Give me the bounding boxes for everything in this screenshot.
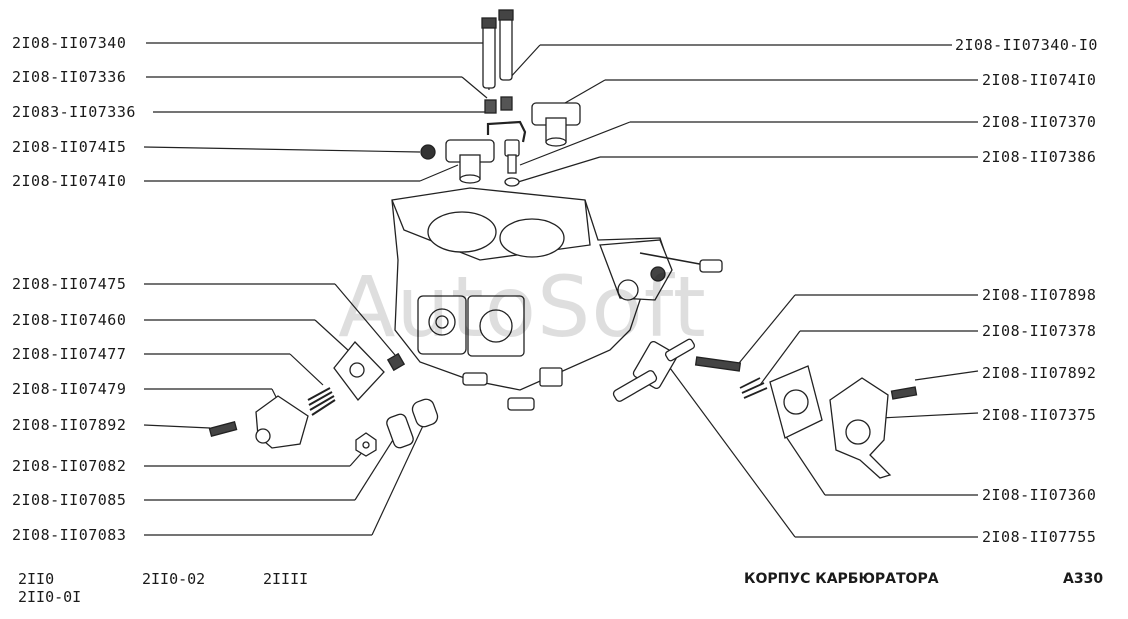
part-label: 2I08-II07083	[12, 526, 127, 544]
washer	[411, 398, 439, 428]
diagram-title: КОРПУС КАРБЮРАТОРА	[744, 571, 939, 587]
part-label: 2I08-II07340	[12, 34, 127, 52]
part-label: 2I08-II07340-I0	[955, 36, 1098, 54]
part-label: 2I08-II07375	[982, 406, 1097, 424]
part-label: 2I08-II07892	[12, 416, 127, 434]
model-label: 2II0-02	[142, 570, 206, 588]
part-label: 2I08-II07386	[982, 148, 1097, 166]
part-label: 2I08-II07892	[982, 364, 1097, 382]
spring-2	[739, 377, 768, 399]
lever-plate	[386, 413, 414, 449]
part-label: 2I08-II07360	[982, 486, 1097, 504]
screw-3	[890, 386, 918, 400]
part-label: 2I08-II07378	[982, 322, 1097, 340]
model-label: 2IIII	[263, 570, 309, 588]
part-label: 2I08-II07082	[12, 457, 127, 475]
part-label: 2I08-II07479	[12, 380, 127, 398]
part-label: 2I08-II07477	[12, 345, 127, 363]
adjusting-screw	[694, 356, 742, 372]
part-label: 2I08-II07460	[12, 311, 127, 329]
part-label: 2I08-II07370	[982, 113, 1097, 131]
part-label: 2I08-II07755	[982, 528, 1097, 546]
part-label: 2I08-II07085	[12, 491, 127, 509]
part-label: 2I08-II07475	[12, 275, 127, 293]
spring	[307, 387, 336, 416]
part-label: 2I08-II07336	[12, 68, 127, 86]
part-label: 2I08-II074I5	[12, 138, 127, 156]
watermark: AutoSoft	[338, 258, 707, 356]
part-label: 2I08-II074I0	[12, 172, 127, 190]
part-label: 2I08-II07898	[982, 286, 1097, 304]
model-label: 2II0	[18, 570, 55, 588]
air-jet-tube	[482, 21, 496, 89]
fuel-jet	[484, 99, 497, 114]
diagram-code: A330	[1063, 571, 1104, 587]
part-label: 2I083-II07336	[12, 103, 136, 121]
model-label: 2II0-0I	[18, 588, 82, 606]
part-label: 2I08-II074I0	[982, 71, 1097, 89]
screw	[386, 352, 406, 372]
screw-2	[208, 420, 238, 438]
